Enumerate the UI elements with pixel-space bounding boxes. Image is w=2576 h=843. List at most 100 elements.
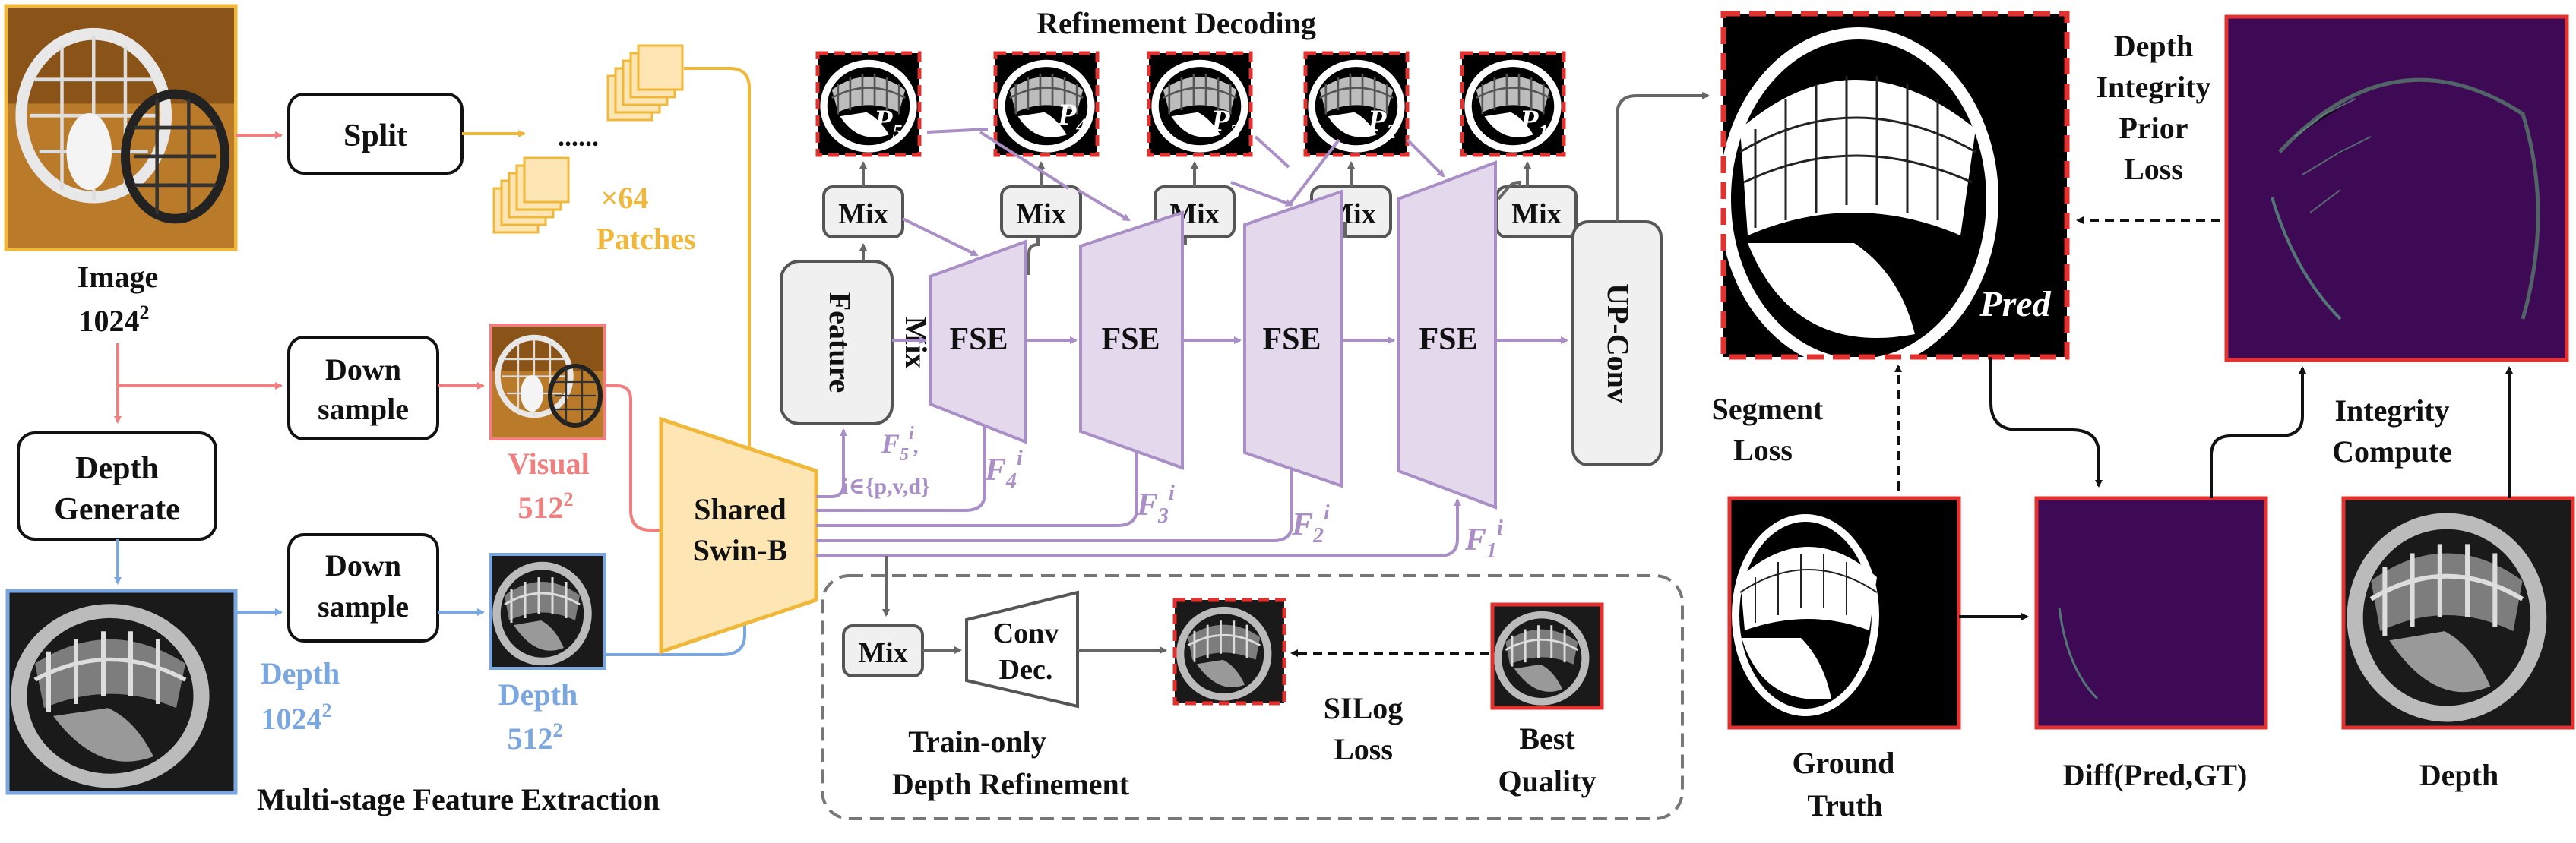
f4-label: F4i [984, 447, 1023, 493]
svg-text:UP-Conv: UP-Conv [1601, 283, 1635, 403]
pred-p3: P3 [1149, 53, 1251, 155]
input-image [6, 6, 236, 249]
fse-to-mix-connectors [1027, 180, 1521, 275]
pred-output-label: Pred [1979, 284, 2051, 324]
patches-count-label: ×64 [601, 181, 649, 215]
f3-label: F3i [1136, 481, 1175, 528]
refinement-decoding-title: Refinement Decoding [1036, 6, 1316, 40]
pred-p1: P1 [1462, 53, 1564, 155]
downsample-a-label-1: Down [325, 352, 401, 387]
fse-block-4: FSE [1397, 160, 1497, 510]
fse-block-2: FSE [1079, 210, 1184, 470]
best-quality-label-1: Best [1519, 721, 1575, 756]
f1-label: F1i [1464, 516, 1503, 563]
train-only-label-2: Depth Refinement [892, 767, 1130, 801]
feature-lines [816, 410, 1461, 557]
pred-p2: P2 [1305, 53, 1407, 155]
train-only-label-1: Train-only [908, 725, 1046, 759]
patch-dots: ...... [558, 122, 599, 152]
depth-small-label: Depth [498, 677, 578, 712]
svg-text:Mix: Mix [899, 317, 933, 369]
depth-small-resolution: 5122 [508, 719, 563, 756]
svg-text:P3: P3 [1210, 103, 1239, 143]
ground-truth-label-2: Truth [1807, 788, 1882, 822]
patch-stack-top [606, 44, 684, 122]
feature-mix-box: Feature Mix [780, 260, 933, 425]
patches-label: Patches [596, 222, 695, 256]
dip-label-3: Prior [2119, 111, 2188, 145]
depth-output-image [2343, 498, 2573, 728]
downsample-b-label-1: Down [325, 548, 401, 583]
mix-box-bottom: Mix [842, 624, 924, 677]
fse-block-1: FSE [929, 239, 1027, 444]
mix-box-1: Mix [822, 185, 904, 238]
mix-box-2: Mix [1000, 185, 1082, 238]
svg-text:Mix: Mix [1511, 198, 1561, 230]
silog-label-2: Loss [1334, 732, 1393, 766]
svg-text:P4: P4 [1057, 97, 1086, 137]
patch-stack-bottom [492, 156, 570, 234]
svg-text:P2: P2 [1367, 103, 1396, 143]
downsample-box-a [287, 336, 439, 440]
svg-text:FSE: FSE [1419, 322, 1477, 357]
svg-text:Mix: Mix [858, 637, 907, 669]
depth-input-label: Depth [261, 656, 340, 690]
arrow-upconv-to-pred [1616, 92, 1710, 222]
pred-p4: P4 [995, 53, 1097, 155]
depth-small-thumbnail [491, 554, 605, 668]
arrow-diff-to-integrity [2210, 366, 2306, 498]
depth-refined-thumbnail [1175, 600, 1284, 703]
arrow-depthsmall-to-swin [605, 614, 748, 656]
dip-label-4: Loss [2124, 152, 2183, 186]
ground-truth-image [1727, 496, 1961, 730]
up-conv-box: UP-Conv [1571, 220, 1663, 466]
integrity-compute-label-1: Integrity [2334, 393, 2449, 428]
shared-label-1: Shared [694, 492, 786, 526]
svg-text:P1: P1 [1519, 103, 1548, 143]
image-resolution: 10242 [79, 302, 150, 338]
svg-text:Conv: Conv [993, 617, 1059, 649]
diff-map [2034, 496, 2268, 730]
best-quality-thumbnail [1492, 605, 1602, 708]
segment-loss-label-2: Loss [1733, 433, 1793, 467]
arrow-pred-to-diff [1989, 357, 2103, 488]
segment-loss-label-1: Segment [1712, 392, 1824, 426]
f2-label: F2i [1291, 501, 1330, 548]
pred-p5: P5 [818, 53, 919, 155]
dip-label-1: Depth [2114, 29, 2193, 63]
image-label: Image [78, 260, 159, 294]
svg-text:FSE: FSE [1262, 322, 1321, 357]
f-set-label: i∈{p,v,d} [842, 474, 930, 499]
depth-generate-label-2: Generate [54, 492, 180, 527]
downsample-a-label-2: sample [318, 392, 409, 426]
downsample-box-b [287, 533, 439, 643]
depth-input-image [8, 591, 236, 793]
integrity-compute-label-2: Compute [2332, 434, 2452, 469]
svg-text:Mix: Mix [838, 198, 888, 230]
f5-label: F5i, [881, 424, 919, 465]
mix-to-fse-arrows [902, 128, 1445, 257]
svg-text:FSE: FSE [1101, 322, 1160, 357]
shared-label-2: Swin-B [693, 533, 788, 567]
fse-block-3: FSE [1243, 189, 1343, 488]
mix-to-pred-arrows [859, 161, 1531, 187]
dip-label-2: Integrity [2096, 70, 2210, 104]
visual-resolution: 5122 [518, 488, 574, 525]
ground-truth-label-1: Ground [1793, 746, 1895, 780]
integrity-map [2224, 14, 2569, 362]
visual-label: Visual [508, 447, 589, 481]
svg-text:FSE: FSE [949, 322, 1008, 357]
multi-stage-label: Multi-stage Feature Extraction [257, 782, 660, 816]
downsample-b-label-2: sample [318, 589, 409, 624]
arrow-patches-to-swin [684, 67, 753, 454]
silog-label-1: SILog [1324, 691, 1404, 725]
best-quality-label-2: Quality [1498, 764, 1597, 798]
arrow-visual-to-swin [605, 384, 670, 534]
svg-text:Mix: Mix [1016, 198, 1065, 230]
split-label: Split [343, 118, 407, 153]
train-only-panel [821, 574, 1684, 820]
svg-text:P5: P5 [873, 103, 902, 143]
svg-text:Dec.: Dec. [999, 654, 1053, 686]
svg-text:Feature: Feature [823, 292, 857, 393]
